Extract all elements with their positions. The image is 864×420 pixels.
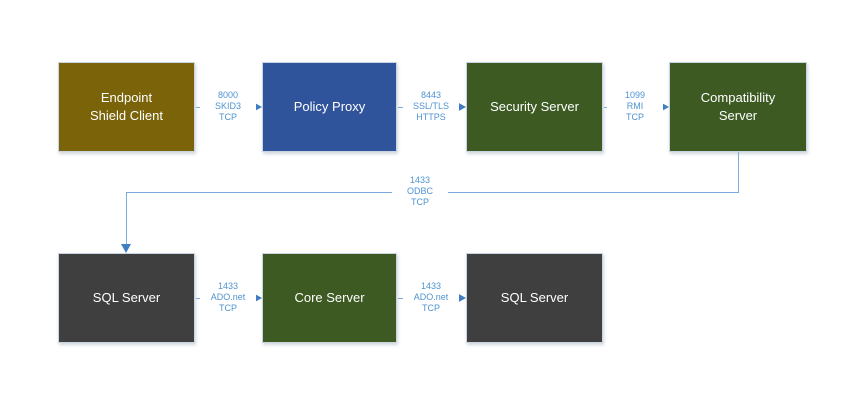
connector-compatibility-to-sql-arrowhead [121, 244, 131, 253]
connector-label-line: 1099 [624, 90, 646, 100]
connector-label-line: SKID3 [214, 101, 241, 111]
node-policy-proxy: Policy Proxy [262, 62, 397, 152]
node-endpoint-shield-client: Endpoint Shield Client [58, 62, 195, 152]
node-security-server: Security Server [466, 62, 603, 152]
connector-label: 8443 SSL/TLS HTTPS [403, 90, 459, 123]
connector-compatibility-to-sql-segment-down [738, 152, 739, 192]
connector-label-line: SSL/TLS [412, 101, 450, 111]
connector-label-line: 1433 [409, 175, 431, 185]
connector-core-to-sql2-arrowhead [457, 293, 466, 303]
connector-label-line: ADO.net [210, 292, 246, 302]
connector-label-line: RMI [626, 101, 644, 111]
connector-label: 1433 ADO.net TCP [403, 281, 459, 314]
connector-security-to-compatibility-arrowhead [660, 102, 669, 112]
connector-sql1-to-core-arrowhead [253, 293, 262, 303]
connector-label-line: ADO.net [413, 292, 449, 302]
connector-label-line: TCP [626, 112, 644, 122]
connector-label-line: 1433 [420, 281, 442, 291]
connector-label: 1099 RMI TCP [607, 90, 663, 123]
connector-label-line: TCP [219, 112, 237, 122]
node-sql-server-2: SQL Server [466, 253, 603, 343]
connector-label-line: 1433 [217, 281, 239, 291]
connector-label: 1433 ODBC TCP [392, 175, 448, 208]
node-core-server: Core Server [262, 253, 397, 343]
connector-label: 1433 ADO.net TCP [200, 281, 256, 314]
node-sql-server-1: SQL Server [58, 253, 195, 343]
connector-label: 8000 SKID3 TCP [200, 90, 256, 123]
connector-endpoint-to-proxy-arrowhead [253, 102, 262, 112]
connector-label-line: ODBC [406, 186, 433, 196]
connector-label-line: 8000 [217, 90, 239, 100]
connector-label-line: HTTPS [416, 112, 446, 122]
connector-proxy-to-security-arrowhead [457, 102, 466, 112]
connector-label-line: TCP [422, 303, 440, 313]
node-compatibility-server: Compatibility Server [669, 62, 807, 152]
connector-compatibility-to-sql-segment-drop [126, 192, 127, 245]
connector-label-line: TCP [219, 303, 237, 313]
connector-label-line: TCP [411, 197, 429, 207]
connector-label-line: 8443 [420, 90, 442, 100]
